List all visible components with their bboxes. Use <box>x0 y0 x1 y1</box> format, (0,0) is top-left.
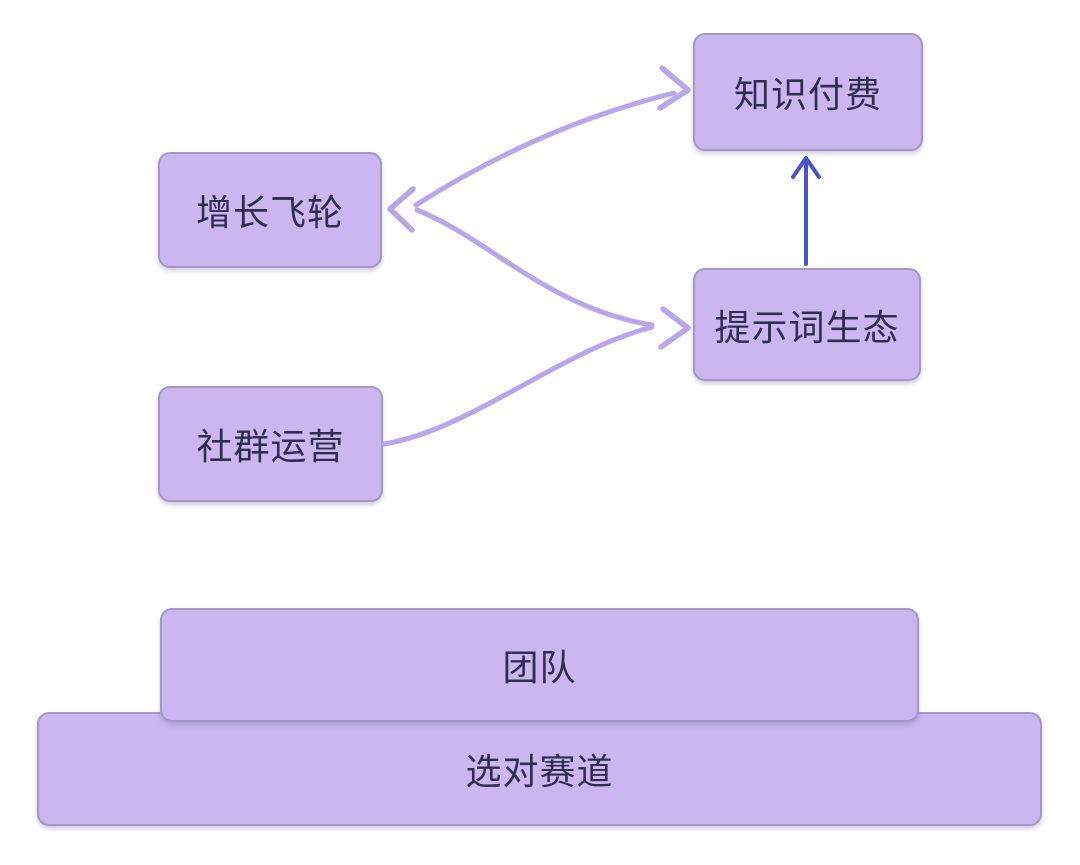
node-community-ops-label: 社群运营 <box>196 426 345 467</box>
arrowhead-into-growth-flywheel-icon <box>387 186 416 233</box>
node-knowledge-pay: 知识付费 <box>693 33 923 151</box>
node-growth-flywheel-label: 增长飞轮 <box>195 192 344 233</box>
node-right-track-label: 选对赛道 <box>465 751 614 792</box>
node-prompt-ecosystem-label: 提示词生态 <box>714 306 900 348</box>
edge-fork-to-knowledge-pay-path <box>413 90 677 208</box>
arrowhead-into-prompt-ecosystem-icon <box>658 306 691 350</box>
node-knowledge-pay-label: 知识付费 <box>733 74 882 115</box>
edge-fork-to-prompt-ecosystem-path <box>414 207 655 328</box>
node-community-ops: 社群运营 <box>158 386 383 502</box>
arrowhead-into-knowledge-pay-blue-icon <box>791 156 821 179</box>
node-prompt-ecosystem: 提示词生态 <box>693 268 921 381</box>
arrowhead-into-knowledge-pay-icon <box>657 65 691 111</box>
node-team-label: 团队 <box>502 647 577 688</box>
node-right-track: 选对赛道 <box>37 712 1042 826</box>
edge-community-to-prompt-path <box>381 324 655 447</box>
node-team: 团队 <box>160 608 919 722</box>
node-growth-flywheel: 增长飞轮 <box>158 152 382 268</box>
